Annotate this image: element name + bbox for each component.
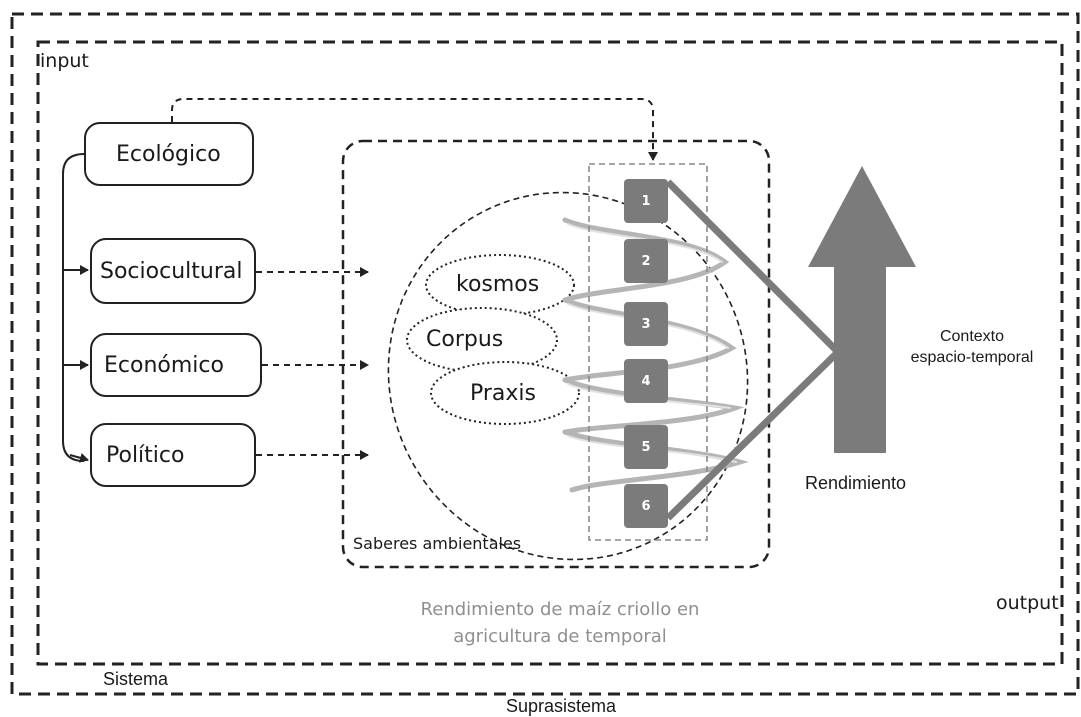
convergence-line-bottom [665,349,841,521]
stage-number-4: 4 [641,373,651,389]
factor-label-sociocultural: Sociocultural [100,258,243,284]
stages-column [588,163,708,541]
contexto-line-1: Contexto [939,328,1005,345]
corpus-ellipse [406,307,558,373]
spiral-coil [562,217,749,493]
factor-box-economico: Económico [90,333,262,397]
convergence-line-top [665,179,841,355]
rendimiento-label: Rendimiento [805,473,907,493]
stage-square-5: 5 [624,425,668,469]
stage-number-6: 6 [641,498,651,514]
caption-line-1: Rendimiento de maíz criollo en [420,599,700,620]
factor-box-ecologico: Ecológico [84,122,254,186]
contexto-label: Contexto espacio-temporal [895,326,1049,368]
factor-box-politico: Político [90,423,256,487]
output-label: output [996,592,1059,614]
factor-bracket [62,153,85,462]
knowledge-label-praxis: Praxis [470,381,536,406]
stage-square-1: 1 [624,179,668,223]
praxis-ellipse [430,361,580,425]
sistema-frame [36,40,1064,666]
knowledge-label-kosmos: kosmos [456,272,540,297]
saberes-frame [341,139,771,569]
factor-label-ecologico: Ecológico [116,141,221,167]
factor-label-economico: Económico [104,352,224,378]
bracket-arrow-politico [69,453,89,463]
sistema-label: Sistema [103,669,169,689]
stage-square-3: 3 [624,302,668,346]
input-label: input [40,50,89,72]
knowledge-label-corpus: Corpus [426,327,504,352]
stage-square-4: 4 [624,359,668,403]
stage-square-6: 6 [624,484,668,528]
caption-line-2: agricultura de temporal [453,626,667,647]
stage-square-2: 2 [624,239,668,283]
ecologico-arrow [171,98,658,161]
contexto-line-2: espacio-temporal [910,349,1034,366]
stage-number-1: 1 [641,193,651,209]
factor-label-politico: Político [106,442,185,468]
knowledge-ellipse [387,191,749,561]
diagram-caption: Rendimiento de maíz criollo en agricultu… [390,596,730,650]
stage-number-3: 3 [641,316,651,332]
suprasistema-label: Suprasistema [506,696,617,716]
suprasistema-frame [10,12,1080,696]
rendimiento-arrow [808,166,916,453]
stage-number-5: 5 [641,439,651,455]
saberes-label: Saberes ambientales [353,534,522,553]
factor-box-sociocultural: Sociocultural [90,238,256,304]
stage-number-2: 2 [641,253,651,269]
